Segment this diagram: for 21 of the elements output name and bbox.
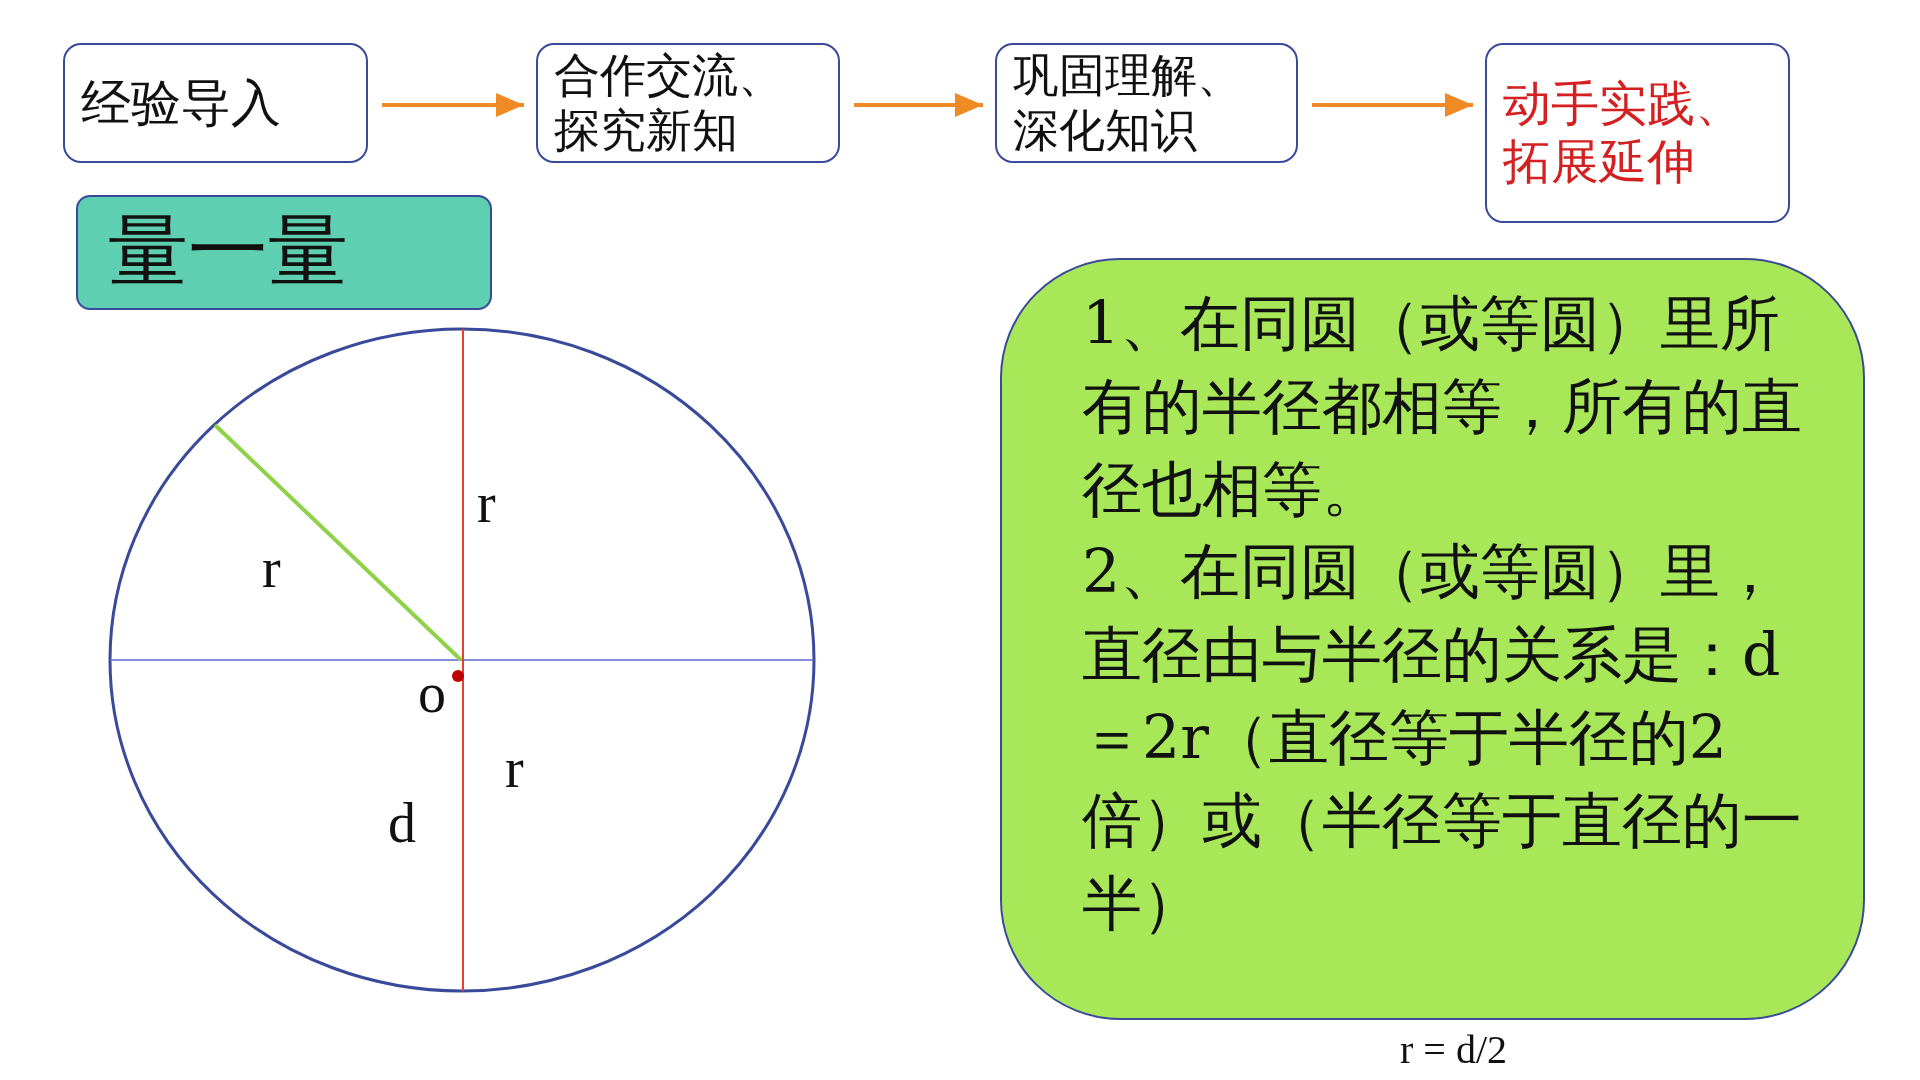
radius-label: r bbox=[477, 475, 496, 531]
section-heading: 量一量 bbox=[108, 203, 349, 299]
step-label: 巩固理解、深化知识 bbox=[1013, 47, 1244, 159]
radius-label: r bbox=[505, 740, 524, 796]
step-box bbox=[63, 43, 368, 163]
step-box bbox=[536, 43, 840, 163]
step-label: 经验导入 bbox=[81, 73, 282, 133]
radius-label: r bbox=[262, 540, 281, 596]
step-label: 动手实践、拓展延伸 bbox=[1503, 75, 1744, 191]
arrow bbox=[854, 93, 983, 117]
rule-paragraph: 1、在同圆（或等圆）里所有的半径都相等，所有的直径也相等。 bbox=[1082, 287, 1803, 526]
diameter-label: d bbox=[388, 795, 416, 851]
step-box bbox=[1485, 43, 1790, 223]
center-label: o bbox=[418, 665, 446, 721]
arrow bbox=[382, 93, 524, 117]
step-box bbox=[995, 43, 1298, 163]
heading-box bbox=[76, 195, 492, 310]
arrow bbox=[1312, 93, 1473, 117]
formula-text: r = d/2 bbox=[1400, 1030, 1507, 1070]
rule-paragraph: 2、在同圆（或等圆）里，直径由与半径的关系是：d＝2r（直径等于半径的2倍）或（半径等于直径的一半） bbox=[1082, 535, 1803, 940]
step-label: 合作交流、探究新知 bbox=[554, 47, 785, 159]
